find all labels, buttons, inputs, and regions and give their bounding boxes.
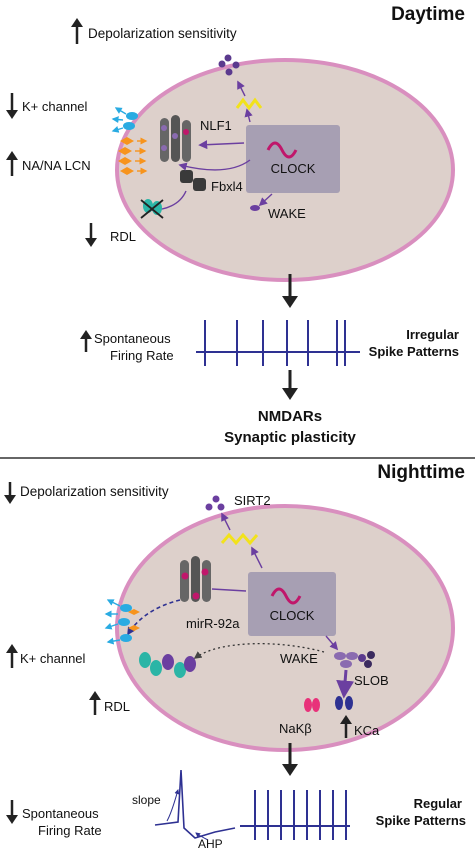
- action-potential-waveform: [154, 769, 236, 841]
- clock-to-mrna-arrow: [244, 108, 253, 123]
- nmdars-label: NMDARs: [258, 408, 322, 425]
- clock-to-wake-arrow: [258, 193, 273, 207]
- nak-beta-icon: [304, 698, 320, 712]
- nak-beta-label: NaKβ: [279, 721, 312, 736]
- up-arrow-icon: [6, 151, 18, 176]
- synaptic-plasticity-label: Synaptic plasticity: [224, 429, 356, 446]
- night-k-channel-label: K+ channel: [20, 651, 86, 666]
- slob-label: SLOB: [354, 673, 389, 688]
- nighttime-title: Nighttime: [377, 462, 465, 483]
- down-arrow-icon: [4, 482, 16, 504]
- day-clock-box: [246, 125, 340, 193]
- up-arrow-icon: [80, 330, 92, 352]
- kca-label: KCa: [354, 723, 380, 738]
- night-rdl-label: RDL: [104, 699, 130, 714]
- day-spont-line1: Spontaneous: [94, 331, 171, 346]
- clock-wave-icon: [266, 141, 298, 159]
- day-spont-line2: Firing Rate: [110, 348, 174, 363]
- day-pattern-line1: Irregular: [406, 327, 459, 342]
- mrna-to-dots-arrow: [237, 80, 246, 97]
- sirt2-label: SIRT2: [234, 493, 271, 508]
- irregular-spike-train: [196, 320, 360, 366]
- up-arrow-icon: [71, 18, 83, 44]
- day-k-channels: [111, 107, 138, 133]
- day-clock-label: CLOCK: [271, 161, 316, 176]
- fbxl4-protein-icon: [180, 170, 206, 191]
- clock-wave-icon: [270, 587, 302, 605]
- day-rdl-label: RDL: [110, 229, 136, 244]
- down-arrow-icon: [282, 370, 298, 400]
- day-depolarization-label: Depolarization sensitivity: [88, 26, 237, 41]
- day-secreted-dots: [218, 54, 240, 76]
- nlf1-protein-icon: [160, 115, 191, 162]
- down-arrow-icon: [6, 93, 18, 119]
- mir92a-label: mirR-92a: [186, 616, 240, 631]
- day-na-channels: [118, 137, 148, 175]
- ahp-label: AHP: [198, 837, 223, 850]
- down-arrow-icon: [85, 223, 97, 247]
- fbxl4-label: Fbxl4: [211, 179, 243, 194]
- day-mrna-icon: [235, 97, 263, 111]
- night-spont-line2: Firing Rate: [38, 823, 102, 838]
- daytime-title: Daytime: [391, 4, 465, 25]
- night-mrna-icon: [220, 532, 259, 546]
- day-k-channel-label: K+ channel: [22, 99, 88, 114]
- clock-to-night-mrna-arrow: [251, 546, 263, 569]
- down-arrow-icon: [282, 743, 298, 776]
- regular-spike-train: [240, 790, 350, 840]
- slob-to-kca-arrow: [336, 669, 355, 699]
- rdl-channel-crossed-icon: [140, 199, 164, 219]
- night-pattern-line2: Spike Patterns: [376, 813, 466, 828]
- night-spont-line1: Spontaneous: [22, 806, 99, 821]
- day-na-lcn-label: NA/NA LCN: [22, 158, 91, 173]
- night-depolarization-label: Depolarization sensitivity: [20, 484, 169, 499]
- night-rdl-channels: [139, 652, 196, 678]
- wake-to-rdl-arrow: [193, 643, 325, 659]
- wake-slob-complex: [334, 651, 375, 668]
- night-pattern-line1: Regular: [414, 796, 462, 811]
- up-arrow-icon: [89, 691, 101, 715]
- night-wake-label: WAKE: [280, 651, 318, 666]
- mrna-to-sirt2-arrow: [221, 512, 231, 531]
- night-clock-label: CLOCK: [270, 608, 315, 623]
- kca-channel-icon: [335, 696, 353, 710]
- down-arrow-icon: [282, 274, 298, 308]
- up-arrow-icon: [340, 715, 352, 738]
- day-wake-label: WAKE: [268, 206, 306, 221]
- clock-to-mir-line: [211, 588, 247, 592]
- clock-to-nlf1-arrow: [198, 140, 245, 150]
- wake-protein-icon: [250, 205, 260, 211]
- down-arrow-icon: [6, 800, 18, 824]
- day-pattern-line2: Spike Patterns: [369, 344, 459, 359]
- night-k-channels: [104, 599, 140, 645]
- slope-label: slope: [132, 793, 161, 807]
- clock-to-fbxl4-arrow: [178, 159, 251, 171]
- mir92a-protein-icon: [180, 556, 211, 602]
- clock-to-wake-night-arrow: [325, 635, 339, 651]
- night-secreted-dots: [205, 495, 225, 511]
- nlf1-label: NLF1: [200, 118, 232, 133]
- up-arrow-icon: [6, 644, 18, 668]
